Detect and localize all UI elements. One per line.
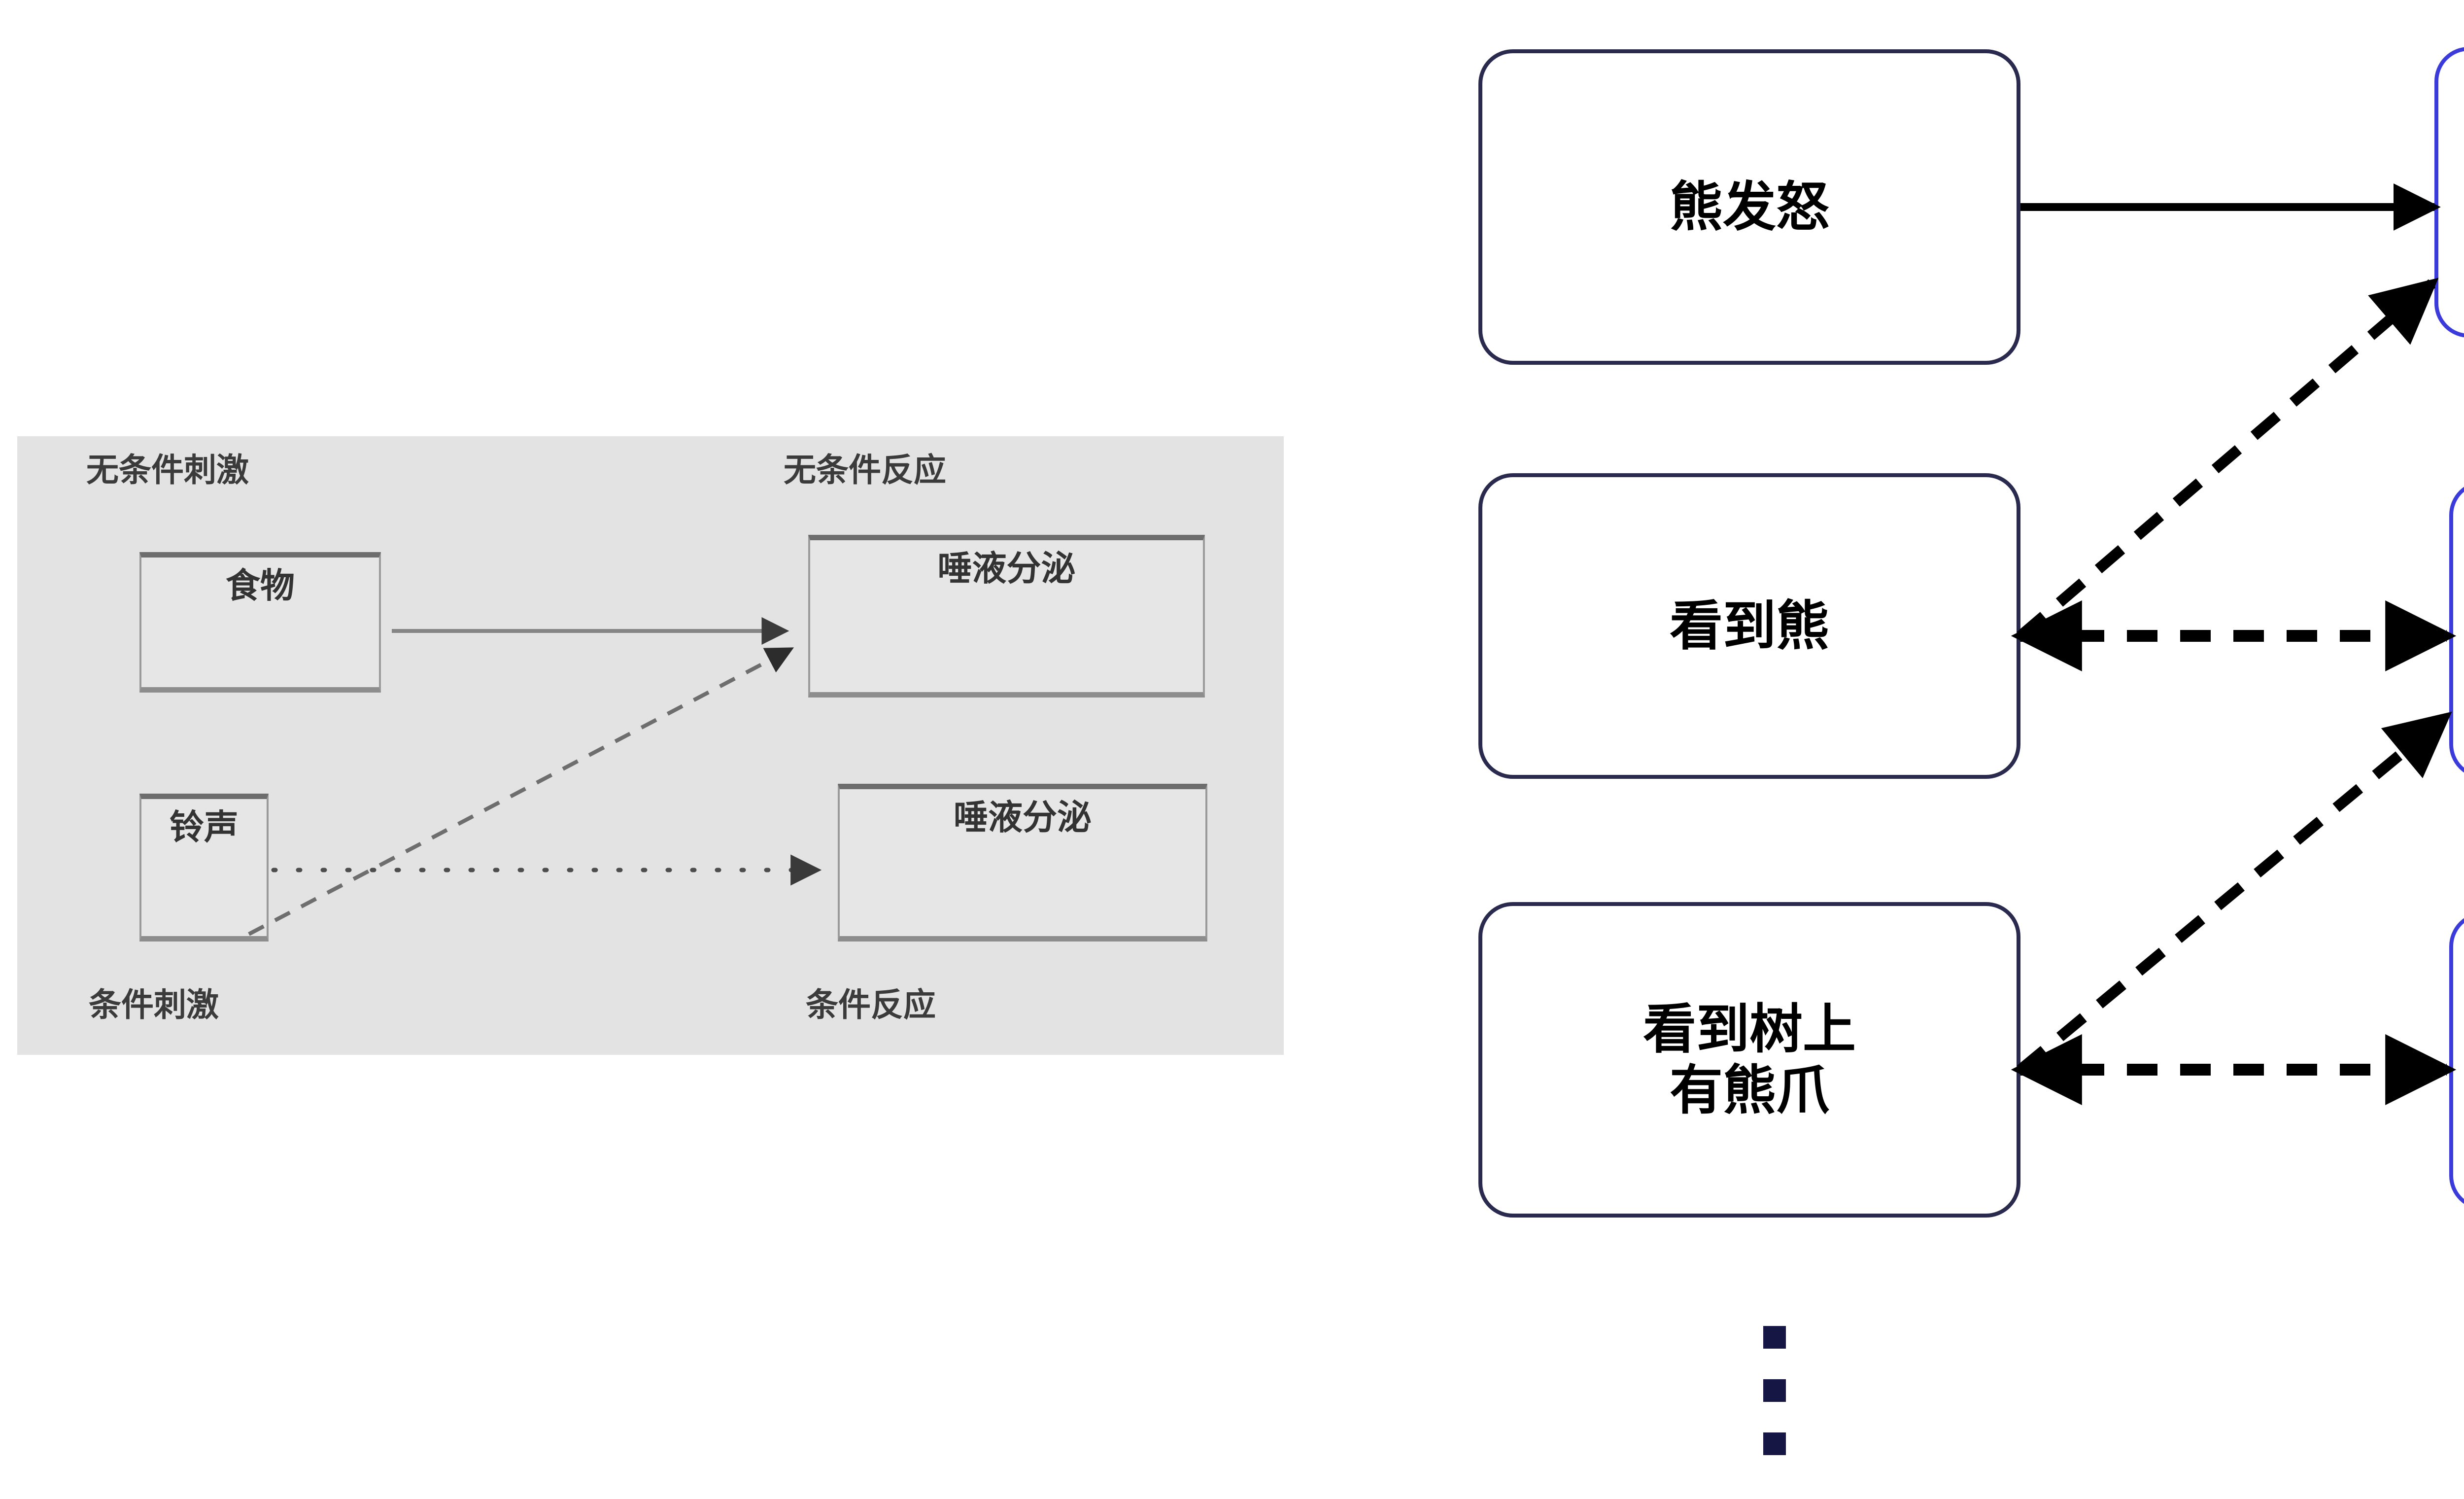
box-bell-label: 铃声 <box>170 808 239 846</box>
classical-conditioning-arrows <box>248 617 822 936</box>
box-salivation-conditioned-label: 唾液分泌 <box>954 798 1092 837</box>
box-food-label: 食物 <box>226 566 295 605</box>
box-salivation-conditioned: 唾液分泌 <box>838 784 1207 941</box>
value-propagation-arrows <box>2011 183 2457 1105</box>
ellipsis-dot <box>1763 1432 1786 1455</box>
value-propagation-panel: 熊发怒 看到熊 看到树上 有熊爪 奖励 V(s′) V(s) <box>1429 0 2464 1499</box>
node-see-bear-claw-label: 看到树上 有熊爪 <box>1643 999 1856 1120</box>
caption-conditioned-response: 条件反应 <box>806 986 936 1023</box>
caption-conditioned-stimulus: 条件刺激 <box>89 986 219 1023</box>
arrow-see-bear-to-reward <box>2017 278 2439 640</box>
node-see-bear[interactable]: 看到熊 <box>1478 473 2020 779</box>
node-bear-angry[interactable]: 熊发怒 <box>1478 49 2020 365</box>
box-salivation-unconditioned: 唾液分泌 <box>808 535 1205 697</box>
ellipsis-dot <box>1763 1379 1786 1402</box>
caption-unconditioned-response: 无条件反应 <box>784 452 946 488</box>
arrow-see-bear-claw-to-value-s-prime <box>2017 711 2452 1074</box>
node-bear-angry-label: 熊发怒 <box>1669 176 1829 237</box>
box-salivation-unconditioned-label: 唾液分泌 <box>937 549 1076 588</box>
arrow-bell-diagonal <box>248 647 794 936</box>
node-see-bear-label: 看到熊 <box>1669 595 1829 656</box>
node-see-bear-claw[interactable]: 看到树上 有熊爪 <box>1478 902 2020 1218</box>
caption-unconditioned-stimulus: 无条件刺激 <box>86 452 249 488</box>
box-food: 食物 <box>139 552 381 693</box>
box-bell: 铃声 <box>139 794 269 941</box>
ellipsis-dot <box>1763 1326 1786 1349</box>
classical-conditioning-panel: 无条件刺激 无条件反应 条件刺激 条件反应 食物 唾液分泌 铃声 唾液分泌 <box>17 436 1284 1055</box>
ellipsis-left-column <box>1763 1326 1786 1486</box>
